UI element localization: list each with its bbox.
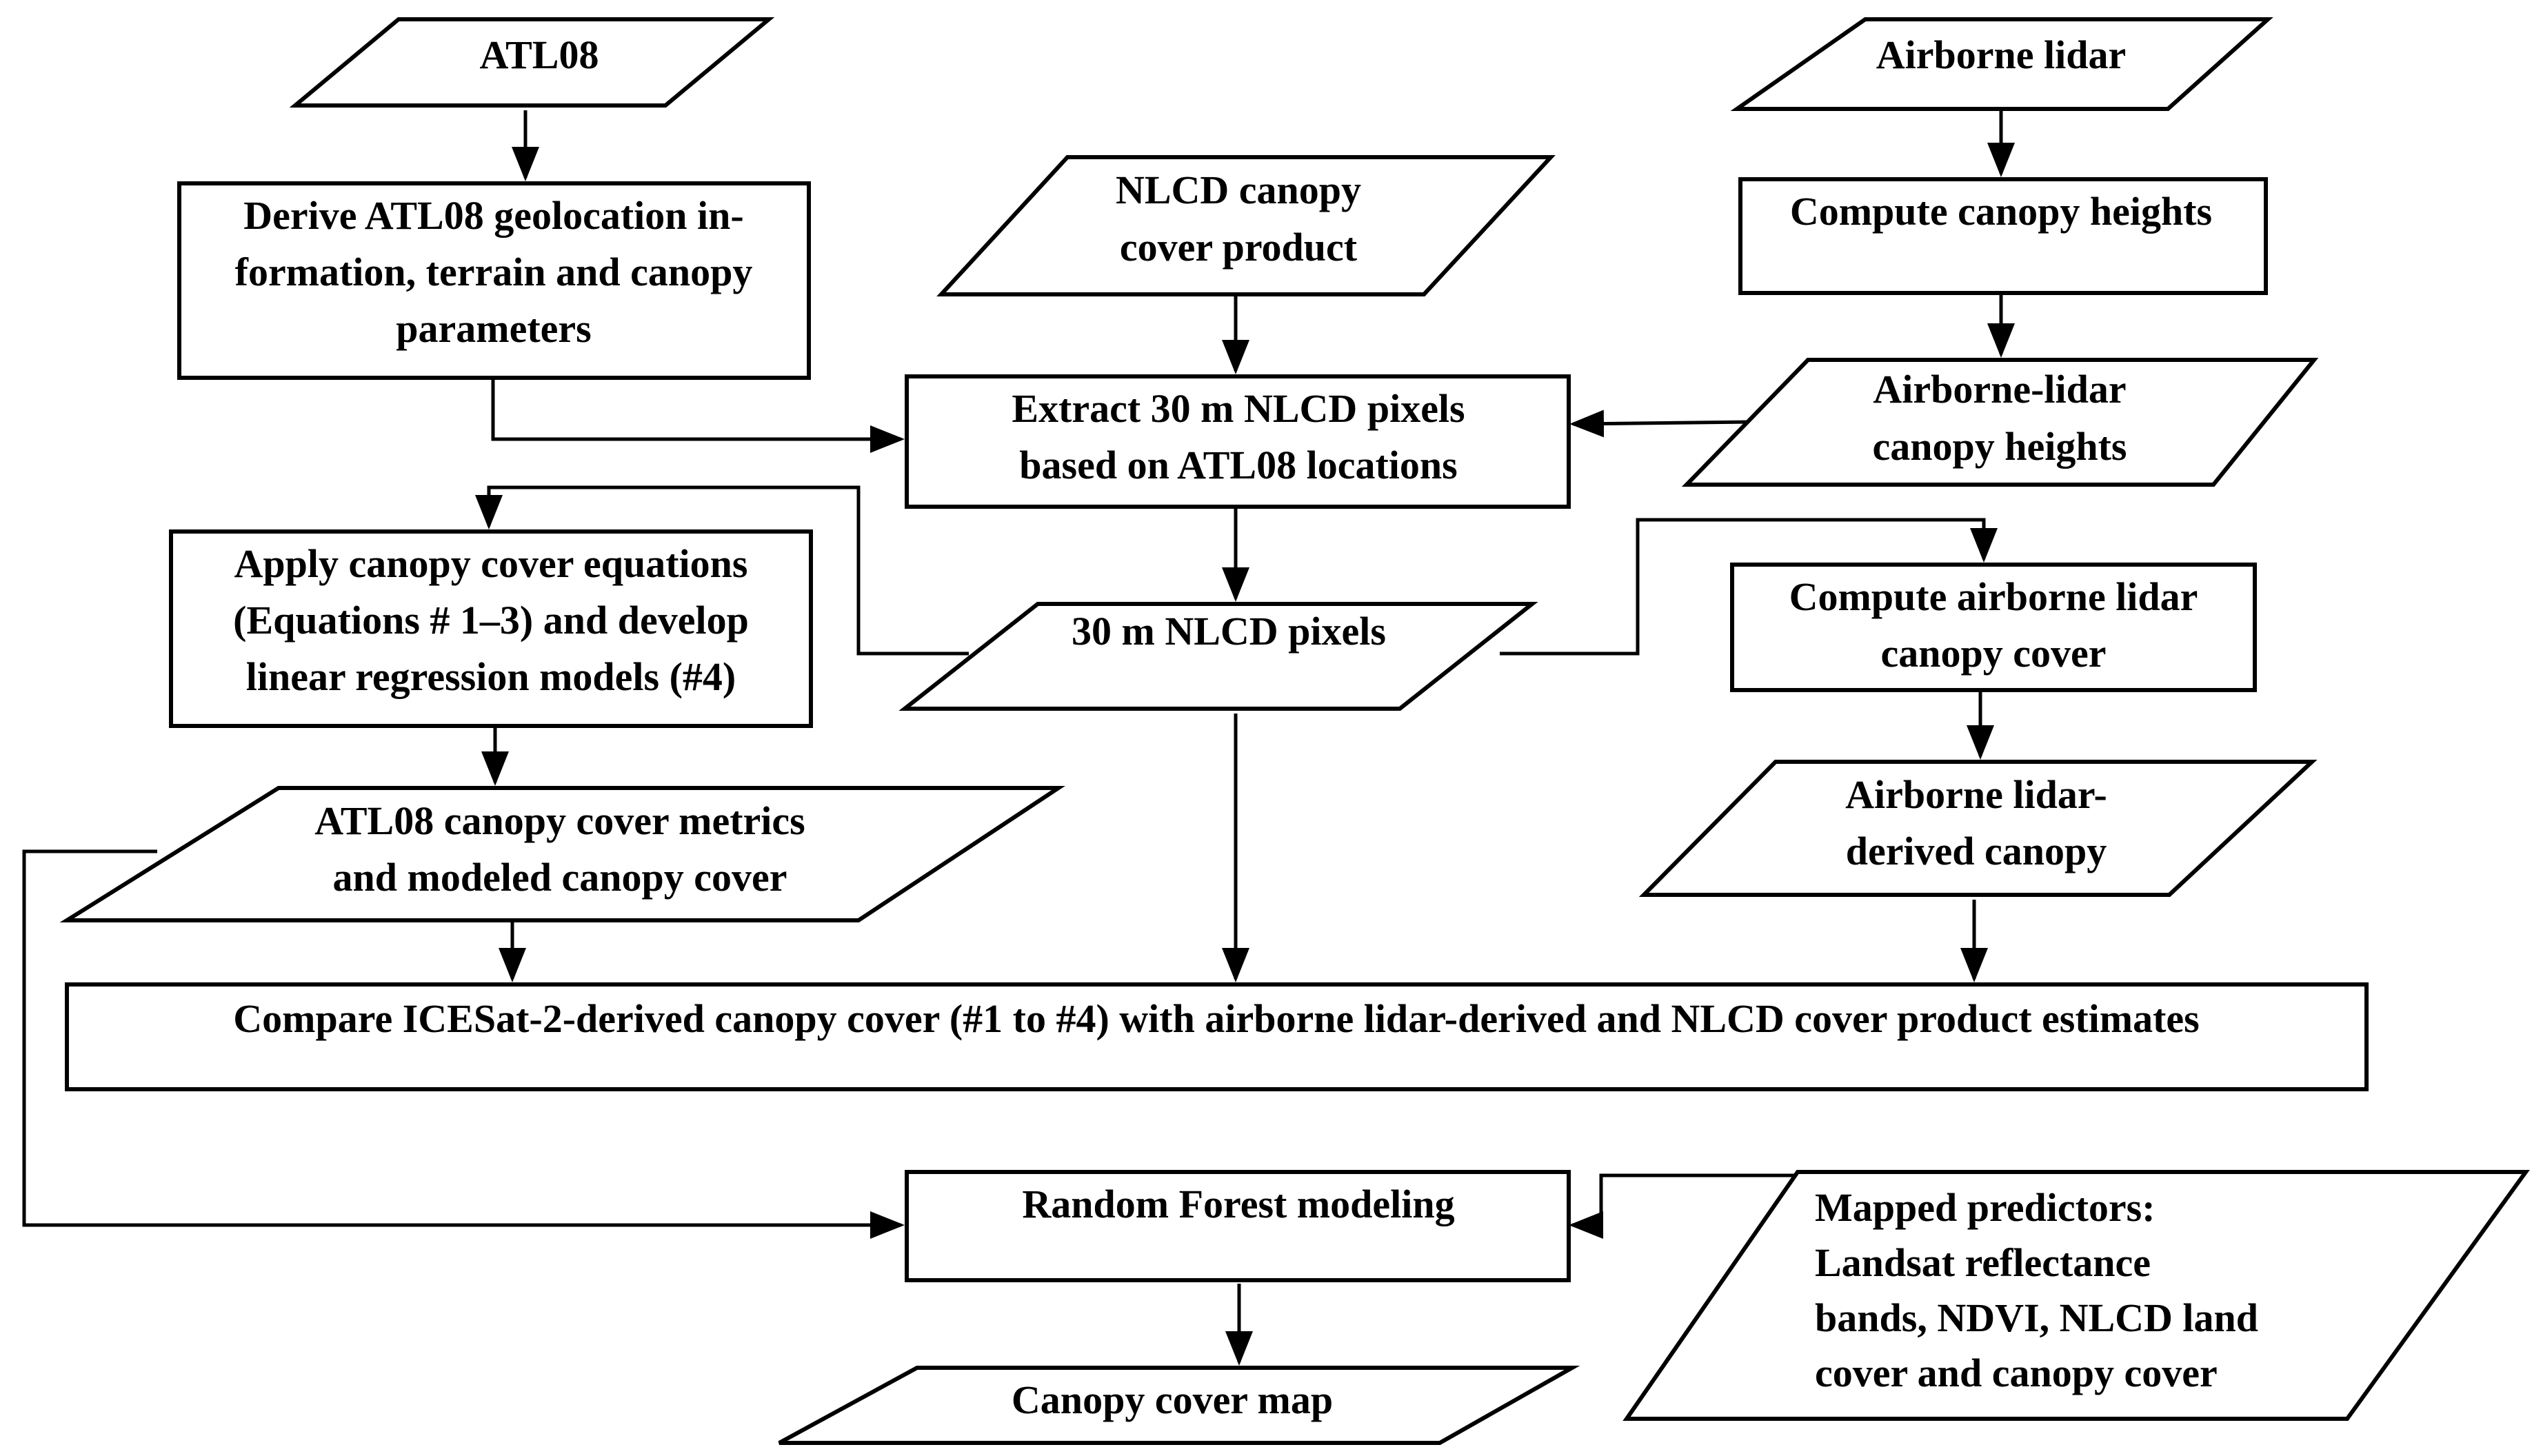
- arrow-atl08-metrics-to-random-forest: [22, 849, 905, 1239]
- compute-heights-label: Compute canopy heights: [1790, 189, 2212, 234]
- apply-equations-line-1: Apply canopy cover equations: [234, 541, 748, 586]
- arrow-lidar-heights-to-extract: [1569, 410, 1752, 438]
- compare-label: Compare ICESat-2-derived canopy cover (#…: [233, 996, 2199, 1041]
- mapped-predictors-line-2: Landsat reflectance: [1815, 1240, 2151, 1285]
- compute-heights-process: Compute canopy heights: [1738, 177, 2268, 295]
- derive-atl08-process: Derive ATL08 geolocation in- formation, …: [177, 181, 811, 380]
- lidar-heights-line-2: canopy heights: [1872, 424, 2127, 469]
- compute-lidar-cover-line-1: Compute airborne lidar: [1789, 574, 2198, 619]
- compute-lidar-cover-process: Compute airborne lidar canopy cover: [1730, 563, 2257, 692]
- nlcd-product-line-1: NLCD canopy: [1116, 168, 1361, 212]
- mapped-predictors-line-1: Mapped predictors:: [1815, 1185, 2156, 1230]
- arrow-nlcd-pixels-to-compute-lidar-cover: [1500, 518, 1998, 656]
- atl08-metrics-line-1: ATL08 canopy cover metrics: [314, 798, 805, 843]
- nlcd-product-input: NLCD canopy cover product: [936, 155, 1556, 296]
- derive-atl08-line-3: parameters: [396, 306, 591, 351]
- lidar-derived-line-2: derived canopy: [1846, 829, 2107, 873]
- apply-equations-line-2: (Equations # 1–3) and develop: [233, 598, 749, 643]
- derive-atl08-line-2: formation, terrain and canopy: [235, 250, 753, 294]
- apply-equations-process: Apply canopy cover equations (Equations …: [169, 529, 813, 728]
- connectors: [22, 110, 2015, 1366]
- lidar-derived-line-1: Airborne lidar-: [1845, 772, 2107, 817]
- arrow-nlcd-pixels-to-apply-equations: [475, 485, 969, 656]
- mapped-predictors-line-4: cover and canopy cover: [1815, 1351, 2218, 1395]
- compare-process: Compare ICESat-2-derived canopy cover (#…: [65, 982, 2369, 1091]
- atl08-input: ATL08: [289, 17, 775, 108]
- airborne-lidar-input: Airborne lidar: [1730, 17, 2273, 111]
- canopy-map-output: Canopy cover map: [778, 1366, 1580, 1445]
- atl08-input-label: ATL08: [480, 32, 599, 77]
- arrow-mapped-predictors-to-random-forest: [1569, 1173, 1820, 1239]
- extract-nlcd-line-1: Extract 30 m NLCD pixels: [1012, 386, 1465, 431]
- arrow-derive-to-extract: [491, 378, 905, 453]
- lidar-heights-line-1: Airborne-lidar: [1873, 367, 2126, 412]
- canopy-map-label: Canopy cover map: [1012, 1377, 1333, 1422]
- random-forest-process: Random Forest modeling: [905, 1170, 1571, 1282]
- nlcd-pixels-label: 30 m NLCD pixels: [1072, 609, 1386, 654]
- mapped-predictors-data: Mapped predictors: Landsat reflectance b…: [1622, 1170, 2530, 1421]
- nlcd-pixels-data: 30 m NLCD pixels: [898, 602, 1538, 711]
- lidar-derived-data: Airborne lidar- derived canopy: [1638, 760, 2318, 897]
- apply-equations-line-3: linear regression models (#4): [246, 654, 736, 699]
- airborne-lidar-label: Airborne lidar: [1876, 32, 2126, 77]
- mapped-predictors-line-3: bands, NDVI, NLCD land: [1815, 1295, 2258, 1340]
- lidar-heights-data: Airborne-lidar canopy heights: [1681, 358, 2319, 487]
- extract-nlcd-line-2: based on ATL08 locations: [1019, 443, 1457, 487]
- compute-lidar-cover-line-2: canopy cover: [1881, 631, 2107, 676]
- atl08-metrics-data: ATL08 canopy cover metrics and modeled c…: [59, 786, 1065, 922]
- nlcd-product-line-2: cover product: [1120, 225, 1358, 270]
- extract-nlcd-process: Extract 30 m NLCD pixels based on ATL08 …: [905, 374, 1571, 509]
- random-forest-label: Random Forest modeling: [1022, 1182, 1454, 1226]
- atl08-metrics-line-2: and modeled canopy cover: [333, 855, 787, 900]
- derive-atl08-line-1: Derive ATL08 geolocation in-: [243, 193, 743, 238]
